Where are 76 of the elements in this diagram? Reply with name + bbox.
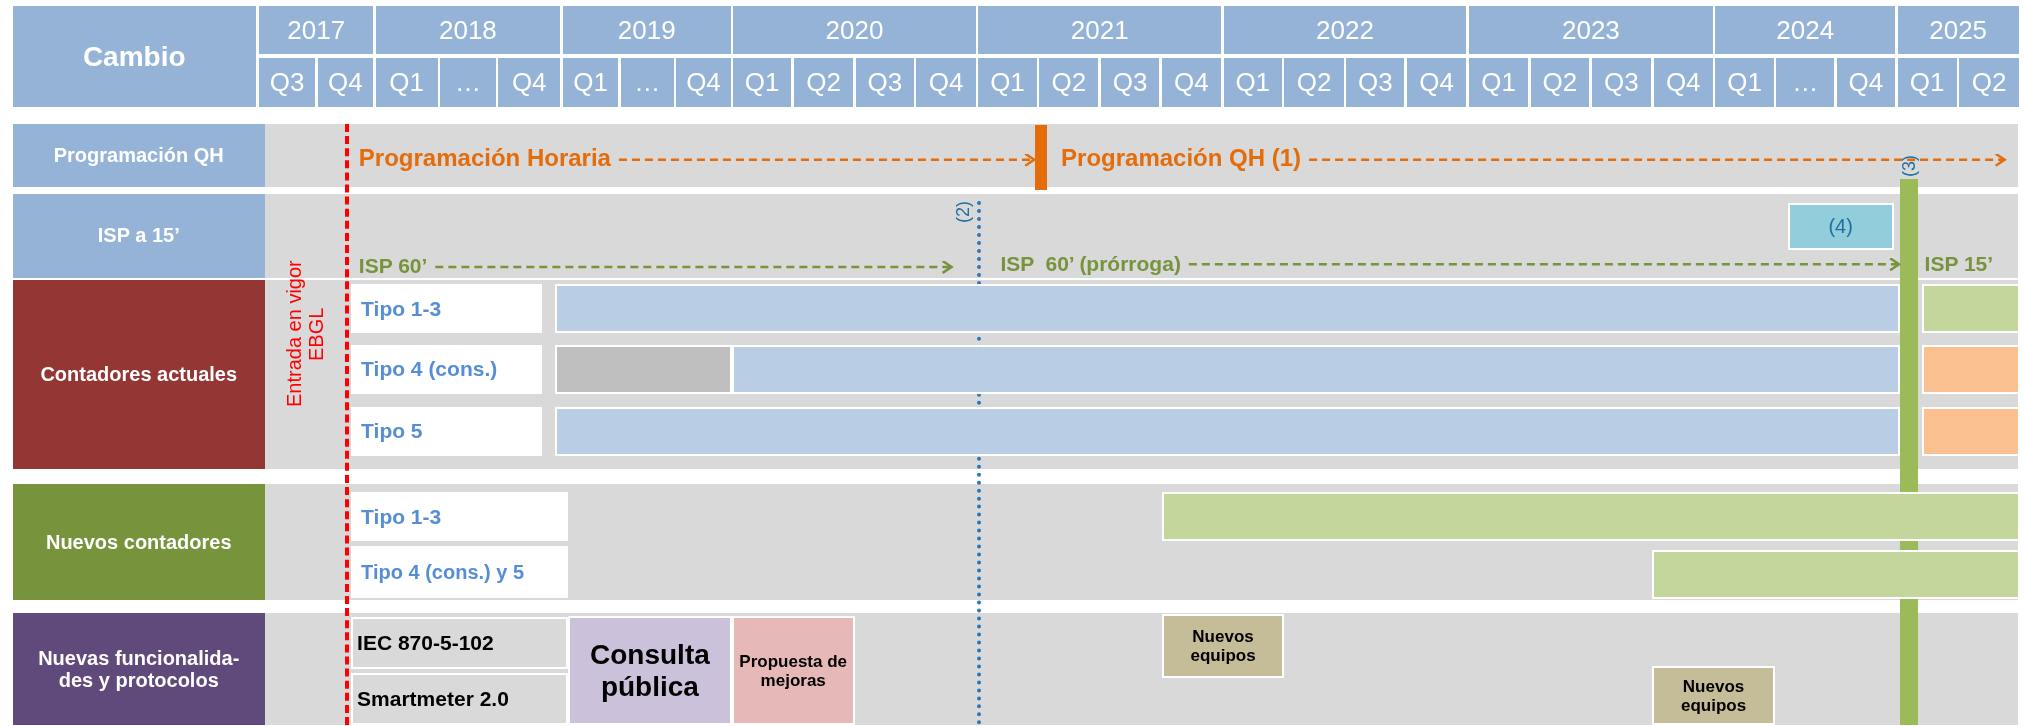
phase-box: Nuevos equipos xyxy=(1652,666,1775,726)
year-header: 2017 xyxy=(259,6,374,55)
row-header: Contadores actuales xyxy=(12,280,265,469)
year-header: 2018 xyxy=(375,6,561,55)
quarter-header: Q4 xyxy=(1653,58,1713,108)
timeline-bar xyxy=(1652,549,2021,599)
quarter-header: Q4 xyxy=(498,58,561,108)
row-header: Programación QH xyxy=(12,123,265,188)
dashed-arrow xyxy=(1188,257,1901,272)
note-marker: (4) xyxy=(1787,202,1894,251)
timeline-bar xyxy=(1922,344,2021,394)
meter-type-label: Tipo 4 (cons.) y 5 xyxy=(351,546,568,598)
year-header: 2022 xyxy=(1223,6,1467,55)
phase-label: ISP 15’ xyxy=(1924,246,1994,281)
year-header: 2024 xyxy=(1715,6,1895,55)
year-header: 2023 xyxy=(1468,6,1713,55)
timeline-bar xyxy=(555,406,1901,456)
year-header: 2019 xyxy=(562,6,731,55)
row-header: Nuevas funcionalida- des y protocolos xyxy=(12,613,265,726)
quarter-header: … xyxy=(1776,58,1835,108)
quarter-header: Q1 xyxy=(1715,58,1774,108)
timeline-bar xyxy=(731,344,1901,394)
meter-type-label: Tipo 4 (cons.) xyxy=(351,344,543,394)
quarter-header: Q1 xyxy=(978,58,1037,108)
quarter-header: Q4 xyxy=(1407,58,1467,108)
quarter-header: Q1 xyxy=(1468,58,1529,108)
phase-label: ISP 60’ xyxy=(358,250,428,282)
effective-date-line: Entrada en vigor EBGL xyxy=(267,123,349,726)
quarter-header: Q2 xyxy=(793,58,854,108)
phase-box: Nuevos equipos xyxy=(1161,614,1285,678)
phase-label: Programación QH (1) xyxy=(1061,138,1302,180)
milestone-marker xyxy=(1035,125,1047,190)
year-header: 2025 xyxy=(1897,6,2019,55)
dashed-arrow xyxy=(618,152,1036,167)
quarter-header: … xyxy=(440,58,496,108)
quarter-header: Q4 xyxy=(676,58,731,108)
year-header: 2021 xyxy=(978,6,1222,55)
protocol-label: Smartmeter 2.0 xyxy=(351,672,568,726)
phase-label: Programación Horaria xyxy=(358,138,611,180)
quarter-header: … xyxy=(620,58,674,108)
quarter-header: Q3 xyxy=(1346,58,1405,108)
quarter-header: Q3 xyxy=(1101,58,1160,108)
year-header: 2020 xyxy=(733,6,976,55)
quarter-header: Q1 xyxy=(1897,58,1957,108)
quarter-header: Q1 xyxy=(562,58,619,108)
column-header: Cambio xyxy=(12,6,256,108)
timeline-bar xyxy=(1922,406,2021,456)
quarter-header: Q2 xyxy=(1959,58,2019,108)
quarter-header: Q4 xyxy=(1836,58,1895,108)
row-header: Nuevos contadores xyxy=(12,484,265,601)
quarter-header: Q1 xyxy=(733,58,792,108)
meter-type-label: Tipo 1-3 xyxy=(351,283,543,333)
phase-box: Consulta pública xyxy=(567,615,732,726)
quarter-header: Q1 xyxy=(375,58,438,108)
quarter-header: Q2 xyxy=(1039,58,1099,108)
timeline-bar xyxy=(555,344,732,394)
phase-label: ISP 60’ (prórroga) xyxy=(1000,246,1181,281)
protocol-label: IEC 870-5-102 xyxy=(351,617,568,669)
meter-type-label: Tipo 5 xyxy=(351,406,543,456)
dashed-arrow xyxy=(435,259,953,275)
phase-box: Propuesta de mejoras xyxy=(731,615,855,726)
quarter-header: Q3 xyxy=(1591,58,1651,108)
quarter-header: Q2 xyxy=(1284,58,1344,108)
meter-type-label: Tipo 1-3 xyxy=(351,491,568,541)
quarter-header: Q4 xyxy=(1161,58,1222,108)
dashed-arrow xyxy=(1309,152,2006,167)
timeline-bar xyxy=(555,283,1901,333)
row-header: ISP a 15’ xyxy=(12,193,265,278)
quarter-header: Q2 xyxy=(1530,58,1589,108)
timeline-bar xyxy=(1922,283,2021,333)
quarter-header: Q4 xyxy=(916,58,976,108)
timeline-bar xyxy=(1161,491,2021,541)
quarter-header: Q3 xyxy=(855,58,914,108)
quarter-header: Q3 xyxy=(259,58,315,108)
quarter-header: Q1 xyxy=(1223,58,1282,108)
quarter-header: Q4 xyxy=(317,58,374,108)
